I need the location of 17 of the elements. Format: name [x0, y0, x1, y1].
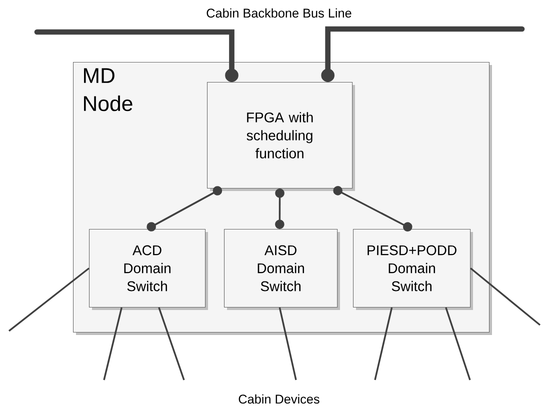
connector-line	[374, 307, 393, 380]
bus-line	[34, 29, 238, 82]
connector-line	[146, 186, 222, 232]
connector-line	[333, 186, 412, 232]
caption-text: Cabin Devices	[238, 394, 320, 404]
connector-line	[275, 188, 284, 229]
caption-text: Cabin Backbone Bus Line	[206, 8, 352, 18]
connector-line	[103, 307, 122, 380]
processor-box: FPGA with scheduling function	[207, 82, 355, 191]
switch-box: ACD Domain Switch	[89, 228, 208, 310]
switch-box: AISD Domain Switch	[224, 228, 340, 310]
bus-line	[321, 26, 525, 82]
connector-line	[158, 307, 185, 380]
connector-line	[278, 307, 297, 380]
switch-box: PIESD+PODD Domain Switch	[353, 228, 473, 310]
connector-line	[445, 307, 471, 380]
connector-line	[470, 268, 541, 326]
